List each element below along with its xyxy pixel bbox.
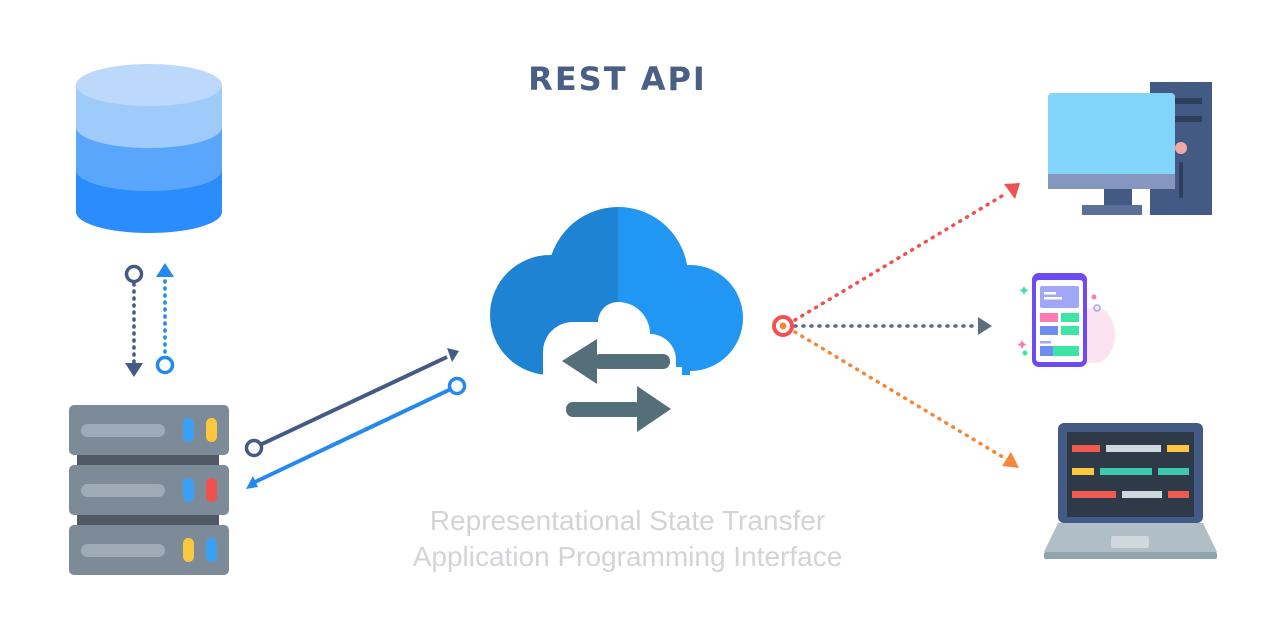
database-icon [76, 64, 222, 233]
cloud-to-mobile-link [793, 317, 992, 335]
desktop-computer-icon [1048, 82, 1212, 215]
subtitle-line-2: Application Programming Interface [412, 541, 843, 572]
fanout-origin-node [772, 315, 794, 337]
diagram-title: REST API [528, 60, 707, 98]
laptop-icon [1044, 423, 1217, 559]
cloud-to-server-link [246, 376, 467, 489]
db-server-link-down [124, 264, 144, 377]
cloud-exchange-icon [490, 207, 743, 432]
server-rack-icon [69, 405, 229, 575]
subtitle-line-1: Representational State Transfer [429, 505, 826, 536]
cloud-to-desktop-link [793, 183, 1020, 322]
cloud-to-laptop-link [793, 330, 1019, 468]
mobile-phone-icon [1017, 273, 1115, 367]
server-to-cloud-link [244, 348, 459, 458]
db-server-link-up [155, 263, 175, 375]
